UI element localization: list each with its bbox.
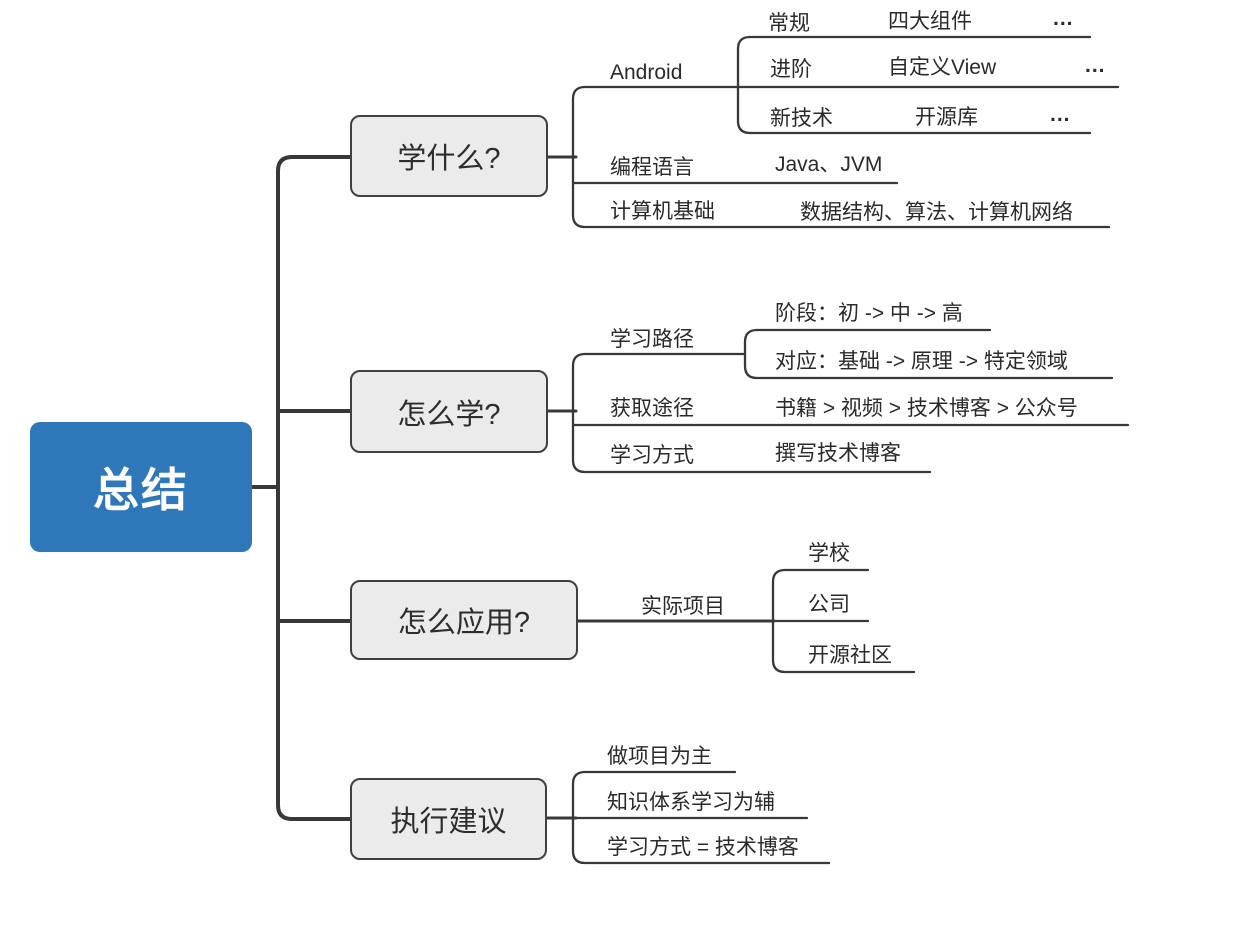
node-ellipsis-1[interactable]: ... [1053,7,1074,30]
trunk-connector [250,155,352,821]
node-stages[interactable]: 阶段：初 -> 中 -> 高 [775,302,963,325]
node-acquisition-channels[interactable]: 获取途径 [610,397,694,420]
topic-stub-lines [545,155,776,820]
node-method-equals-blog[interactable]: 学习方式 = 技术博客 [607,836,799,859]
node-open-source-community[interactable]: 开源社区 [808,644,892,667]
branch3-lines [771,568,916,674]
node-android[interactable]: Android [610,61,683,84]
branch4-lines [571,770,831,865]
node-real-projects[interactable]: 实际项目 [641,595,725,618]
node-ellipsis-2[interactable]: ... [1085,54,1106,77]
topic-node-action-advice[interactable]: 执行建议 [350,778,547,860]
node-learning-method[interactable]: 学习方式 [610,444,694,467]
node-new-tech[interactable]: 新技术 [770,107,833,130]
node-open-source-lib[interactable]: 开源库 [915,106,978,129]
branch1-lines [571,35,1120,229]
node-android-basic[interactable]: 常规 [768,12,810,35]
node-ellipsis-3[interactable]: ... [1050,103,1071,126]
topic-node-what-to-learn[interactable]: 学什么? [350,115,548,197]
node-learning-path[interactable]: 学习路径 [610,328,694,351]
node-programming-language[interactable]: 编程语言 [610,156,694,179]
node-school[interactable]: 学校 [808,542,850,565]
node-channel-ranking[interactable]: 书籍 > 视频 > 技术博客 > 公众号 [775,397,1078,420]
node-four-components[interactable]: 四大组件 [888,10,972,33]
node-custom-view[interactable]: 自定义View [888,56,997,79]
node-company[interactable]: 公司 [808,593,850,616]
node-java-jvm[interactable]: Java、JVM [775,153,883,176]
branch2-lines [571,328,1130,474]
node-knowledge-system-secondary[interactable]: 知识体系学习为辅 [607,791,775,814]
node-mapping[interactable]: 对应：基础 -> 原理 -> 特定领域 [775,350,1068,373]
node-cs-fundamentals[interactable]: 计算机基础 [610,200,715,223]
node-android-advanced[interactable]: 进阶 [770,58,812,81]
node-projects-first[interactable]: 做项目为主 [607,745,712,768]
topic-node-how-to-learn[interactable]: 怎么学? [350,370,548,453]
node-write-tech-blog[interactable]: 撰写技术博客 [775,442,901,465]
root-node[interactable]: 总结 [30,422,252,552]
node-ds-algo-network[interactable]: 数据结构、算法、计算机网络 [800,201,1073,224]
topic-node-how-to-apply[interactable]: 怎么应用? [350,580,578,660]
